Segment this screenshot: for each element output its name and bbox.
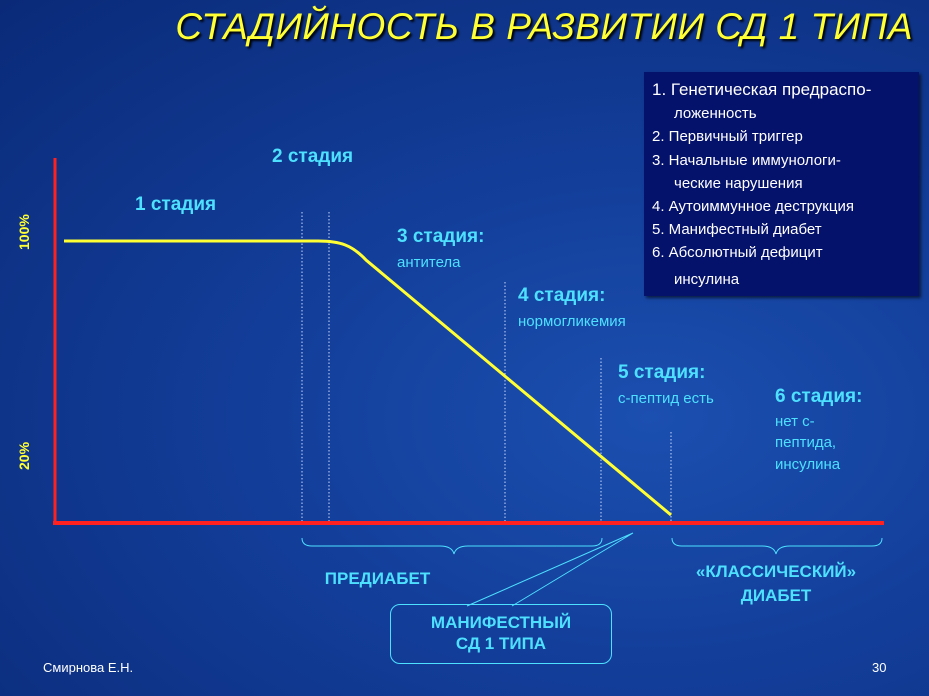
classic-label-2: ДИАБЕТ: [740, 586, 812, 605]
stage-6-sub-3: инсулина: [775, 456, 841, 473]
stage-5-sub: с-пептид есть: [618, 390, 714, 407]
legend-line-9: инсулина: [674, 271, 740, 288]
slide-title: СТАДИЙНОСТЬ В РАЗВИТИИ СД 1 ТИПА: [175, 6, 913, 47]
stage-4-sub: нормогликемия: [518, 313, 626, 330]
legend-line-8: 6. Абсолютный дефицит: [652, 244, 823, 261]
footer-author: Смирнова Е.Н.: [43, 660, 134, 675]
manifest-line-2: СД 1 ТИПА: [455, 634, 547, 653]
footer-page-number: 30: [872, 660, 887, 675]
stage-6-sub-1: нет с-: [775, 413, 815, 430]
prediabet-label: ПРЕДИАБЕТ: [324, 569, 431, 588]
legend-line-5: ческие нарушения: [674, 175, 803, 192]
y-label-100: 100%: [16, 214, 32, 250]
prediabet-brace: [301, 537, 603, 555]
stage-6-sub-2: пептида,: [775, 434, 837, 451]
manifest-pointer: [466, 532, 634, 607]
stage-3-label: 3 стадия:: [397, 226, 485, 247]
legend-line-3: 2. Первичный триггер: [652, 128, 803, 145]
classic-brace: [671, 537, 883, 555]
legend-line-1: 1. Генетическая предраспо-: [652, 80, 872, 99]
stage-4-label: 4 стадия:: [518, 285, 606, 306]
stage-2-label: 2 стадия: [272, 146, 354, 167]
stage-3-sub: антитела: [397, 254, 461, 271]
classic-label-1: «КЛАССИЧЕСКИЙ»: [695, 562, 857, 581]
stage-5-label: 5 стадия:: [618, 362, 706, 383]
y-label-20: 20%: [16, 441, 32, 470]
manifest-callout: МАНИФЕСТНЫЙ СД 1 ТИПА: [390, 604, 612, 664]
stage-6-label: 6 стадия:: [775, 386, 863, 407]
legend-line-4: 3. Начальные иммунологи-: [652, 152, 841, 169]
legend-line-7: 5. Манифестный диабет: [652, 221, 822, 238]
stages-legend: 1. Генетическая предраспо- ложенность 2.…: [644, 72, 919, 296]
beta-cell-curve: [64, 239, 672, 517]
stage-1-label: 1 стадия: [135, 194, 217, 215]
manifest-line-1: МАНИФЕСТНЫЙ: [430, 613, 572, 632]
legend-line-2: ложенность: [674, 105, 757, 122]
legend-line-6: 4. Аутоиммунное деструкция: [652, 198, 854, 215]
